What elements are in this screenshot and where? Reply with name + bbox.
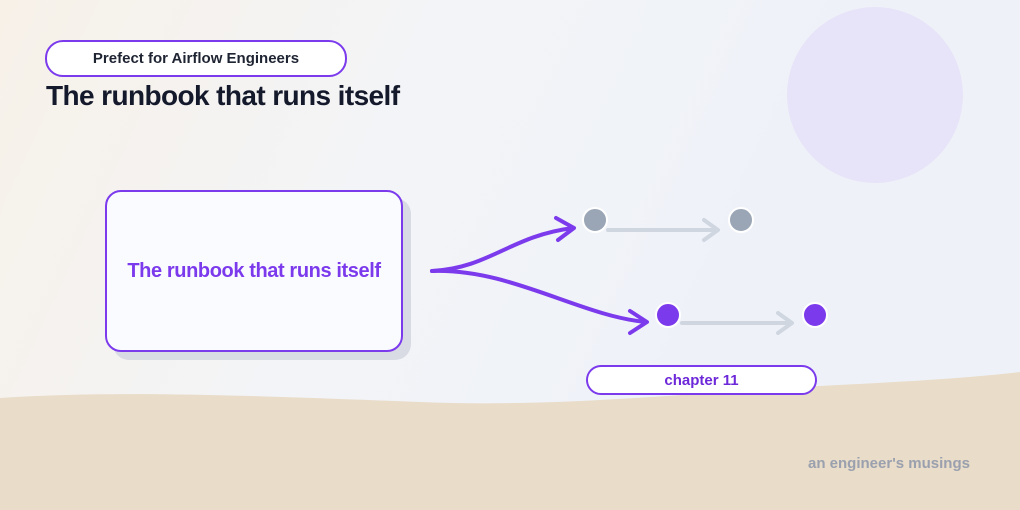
series-label-pill: Prefect for Airflow Engineers xyxy=(45,40,347,77)
upper-branch-arrowhead xyxy=(554,216,576,242)
sun-circle xyxy=(787,7,963,183)
chapter-label: chapter 11 xyxy=(664,371,739,389)
branch-arrow-icon xyxy=(430,216,649,335)
lower-flow xyxy=(655,302,828,335)
lower-branch-path xyxy=(430,268,648,324)
arrow-right-icon xyxy=(776,311,794,335)
card-title: The runbook that runs itself xyxy=(127,259,381,282)
footer-text: an engineer's musings xyxy=(808,455,970,472)
arrow-right-icon xyxy=(702,218,720,242)
flow-node-icon xyxy=(802,302,828,328)
upper-branch-path xyxy=(430,226,575,273)
upper-flow xyxy=(582,207,754,242)
flow-node-icon xyxy=(728,207,754,233)
sand-dune xyxy=(0,372,1020,510)
lower-branch-arrowhead xyxy=(628,309,649,335)
flow-node-icon xyxy=(655,302,681,328)
series-label: Prefect for Airflow Engineers xyxy=(92,50,300,67)
flow-node-icon xyxy=(582,207,608,233)
page-title: The runbook that runs itself xyxy=(46,80,400,111)
chapter-pill: chapter 11 xyxy=(586,365,817,395)
title-card: The runbook that runs itself xyxy=(105,190,403,352)
